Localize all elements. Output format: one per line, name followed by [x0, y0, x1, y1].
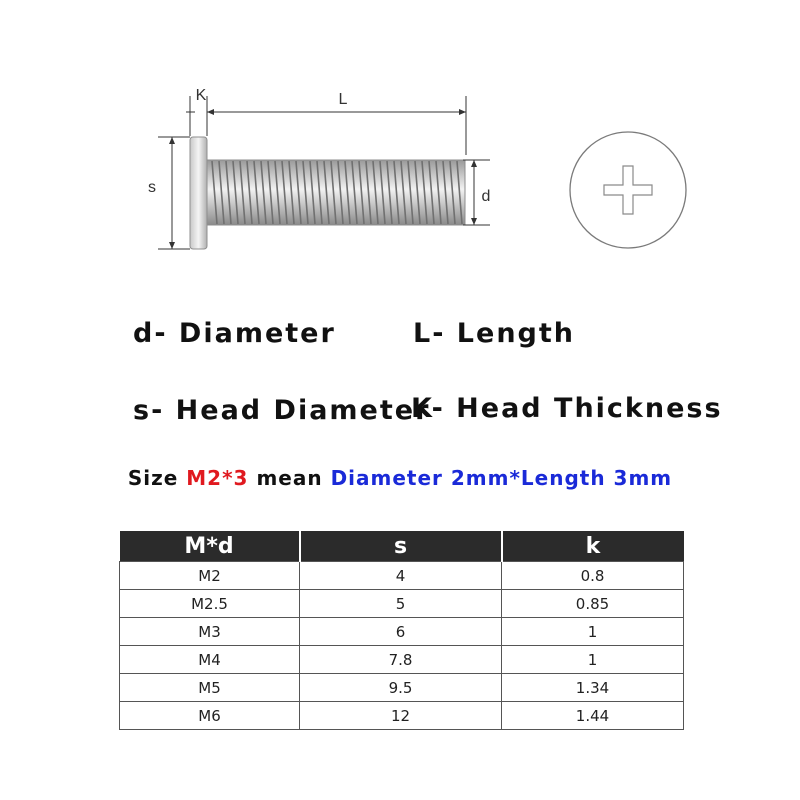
thread-line [456, 160, 463, 225]
thread-line [379, 160, 386, 225]
thread-line [295, 160, 302, 225]
cell-k: 0.8 [501, 561, 684, 590]
screw-head [189, 136, 208, 250]
thread-line [358, 160, 365, 225]
thread-line [330, 160, 337, 225]
thread-line [407, 160, 414, 225]
cell-s: 4 [299, 561, 502, 590]
thread-line [323, 160, 330, 225]
size-explanation: Size M2*3 mean Diameter 2mm*Length 3mm [0, 466, 800, 490]
l-dimension-label: L [339, 91, 348, 108]
legend-diameter: d- Diameter [133, 318, 336, 349]
screw-diagram: K L s d [148, 87, 687, 250]
cell-k: 1 [501, 645, 684, 674]
screw-threads [211, 160, 463, 225]
thread-line [400, 160, 407, 225]
thread-line [281, 160, 288, 225]
cell-k: 1 [501, 617, 684, 646]
cell-s: 9.5 [299, 673, 502, 702]
s-dimension-label: s [148, 179, 156, 196]
thread-line [442, 160, 449, 225]
dimension-lines [158, 96, 490, 250]
thread-line [288, 160, 295, 225]
size-example: M2*3 [186, 466, 249, 490]
table-row: M3 6 1 [119, 617, 684, 646]
header-k: k [500, 531, 684, 562]
thread-line [414, 160, 421, 225]
screw-side-view [189, 136, 466, 250]
thread-line [239, 160, 246, 225]
table-header-row: M*d s k [119, 531, 684, 562]
cell-md: M2.5 [119, 589, 300, 618]
cell-s: 5 [299, 589, 502, 618]
k-dimension-label: K [196, 87, 207, 104]
phillips-cross-icon [603, 165, 653, 215]
legend-head-diameter: s- Head Diameter [133, 395, 431, 426]
thread-line [267, 160, 274, 225]
thread-line [218, 160, 225, 225]
thread-line [232, 160, 239, 225]
header-s: s [298, 531, 502, 562]
cell-md: M2 [119, 561, 300, 590]
cell-md: M3 [119, 617, 300, 646]
table-row: M5 9.5 1.34 [119, 673, 684, 702]
size-middle: mean [248, 466, 331, 490]
thread-line [302, 160, 309, 225]
thread-line [274, 160, 281, 225]
thread-line [211, 160, 218, 225]
legend-head-thickness: K- Head Thickness [411, 393, 723, 424]
thread-line [309, 160, 316, 225]
thread-line [393, 160, 400, 225]
table-row: M6 12 1.44 [119, 701, 684, 730]
thread-line [351, 160, 358, 225]
thread-line [337, 160, 344, 225]
thread-line [365, 160, 372, 225]
thread-line [225, 160, 232, 225]
legend-length: L- Length [413, 318, 576, 349]
size-meaning: Diameter 2mm*Length 3mm [330, 466, 673, 490]
cell-md: M4 [119, 645, 300, 674]
cell-s: 12 [299, 701, 502, 730]
thread-line [428, 160, 435, 225]
header-md: M*d [119, 531, 300, 562]
cell-k: 1.34 [501, 673, 684, 702]
thread-line [372, 160, 379, 225]
table-row: M2 4 0.8 [119, 561, 684, 590]
thread-line [344, 160, 351, 225]
thread-line [246, 160, 253, 225]
cell-k: 1.44 [501, 701, 684, 730]
dimension-arrowheads [169, 109, 477, 249]
cell-md: M6 [119, 701, 300, 730]
thread-line [253, 160, 260, 225]
cell-s: 7.8 [299, 645, 502, 674]
thread-line [435, 160, 442, 225]
cell-md: M5 [119, 673, 300, 702]
d-dimension-label: d [482, 188, 491, 205]
cell-k: 0.85 [501, 589, 684, 618]
thread-line [316, 160, 323, 225]
thread-line [421, 160, 428, 225]
table-row: M4 7.8 1 [119, 645, 684, 674]
cell-s: 6 [299, 617, 502, 646]
screw-head-top-view [569, 131, 687, 249]
table-row: M2.5 5 0.85 [119, 589, 684, 618]
spec-table: M*d s k M2 4 0.8 M2.5 5 0.85 M3 6 1 M4 7… [119, 531, 684, 730]
thread-line [449, 160, 456, 225]
thread-line [260, 160, 267, 225]
thread-line [386, 160, 393, 225]
size-prefix: Size [127, 466, 187, 490]
